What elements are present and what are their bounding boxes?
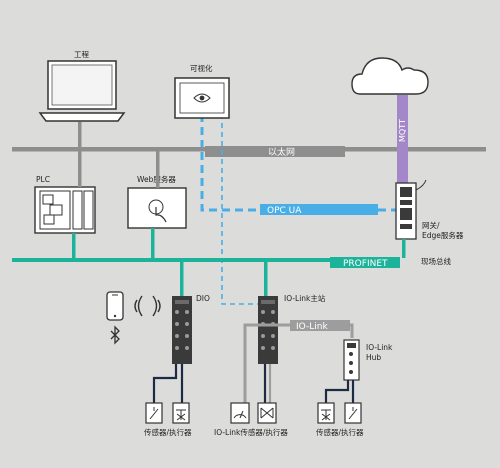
plc-profinet-drop bbox=[72, 233, 76, 258]
hub-sensor-switch-icon bbox=[344, 402, 362, 424]
hub-actuator-icon bbox=[317, 402, 335, 424]
eye-display-icon bbox=[174, 77, 230, 119]
profinet-label: PROFINET bbox=[343, 259, 388, 269]
cloud-icon bbox=[351, 57, 429, 95]
iolink-valve-icon bbox=[257, 402, 277, 424]
plc-rack-icon bbox=[34, 186, 96, 234]
gateway-device bbox=[395, 179, 427, 240]
touch-panel-icon bbox=[127, 187, 187, 229]
gateway-label-line2: Edge服务器 bbox=[422, 230, 464, 240]
iolink-hub-device bbox=[343, 339, 360, 381]
iolink-label: IO-Link bbox=[296, 322, 328, 332]
opcua-branch-line bbox=[221, 114, 260, 305]
ethernet-label-band bbox=[205, 146, 345, 157]
iolink-hub-label-line1: IO-Link bbox=[366, 343, 393, 352]
gateway-label-line1: 网关/ bbox=[422, 220, 440, 230]
laptop-ethernet-drop bbox=[78, 122, 82, 147]
actuator-valve-icon bbox=[172, 402, 190, 424]
ethernet-label: 以太网 bbox=[268, 146, 295, 158]
laptop-icon bbox=[38, 60, 126, 122]
sensor-lines bbox=[152, 364, 355, 403]
web-ethernet-drop bbox=[156, 151, 160, 188]
sensor-actuator-left-label: 传感器/执行器 bbox=[144, 427, 192, 437]
profinet-bus bbox=[12, 258, 400, 262]
iolink-label-band bbox=[290, 320, 350, 331]
opcua-label: OPC UA bbox=[267, 206, 302, 216]
opcua-label-band bbox=[260, 204, 378, 215]
plc-ethernet-drop bbox=[78, 151, 82, 187]
profinet-label-band bbox=[330, 257, 400, 268]
sensor-switch-icon bbox=[145, 402, 163, 424]
web-profinet-drop bbox=[151, 228, 155, 258]
engineering-label: 工程 bbox=[74, 50, 89, 59]
iolink-master-device bbox=[258, 296, 278, 364]
bluetooth-icon bbox=[110, 325, 120, 345]
iolink-sensor-actuator-label: IO-Link传感器/执行器 bbox=[214, 427, 288, 437]
visualization-label: 可视化 bbox=[190, 63, 213, 73]
dio-profinet-drop bbox=[180, 262, 184, 296]
mqtt-line bbox=[397, 95, 408, 183]
mqtt-label: MQTT bbox=[398, 119, 407, 142]
iolink-master-label: IO-Link主站 bbox=[284, 293, 326, 303]
gauge-sensor-icon bbox=[230, 402, 250, 424]
dio-label: DIO bbox=[196, 294, 210, 303]
fieldbus-label: 现场总线 bbox=[421, 256, 451, 266]
iolink-master-profinet-drop bbox=[264, 262, 268, 296]
wireless-signal-icon bbox=[134, 295, 161, 317]
sensor-actuator-right-label: 传感器/执行器 bbox=[316, 427, 364, 437]
opcua-line bbox=[200, 114, 398, 212]
dio-device bbox=[172, 296, 192, 364]
gateway-profinet-drop bbox=[402, 239, 406, 258]
iolink-hub-label-line2: Hub bbox=[366, 353, 381, 362]
plc-label: PLC bbox=[36, 175, 50, 184]
smartphone-icon bbox=[106, 291, 124, 321]
